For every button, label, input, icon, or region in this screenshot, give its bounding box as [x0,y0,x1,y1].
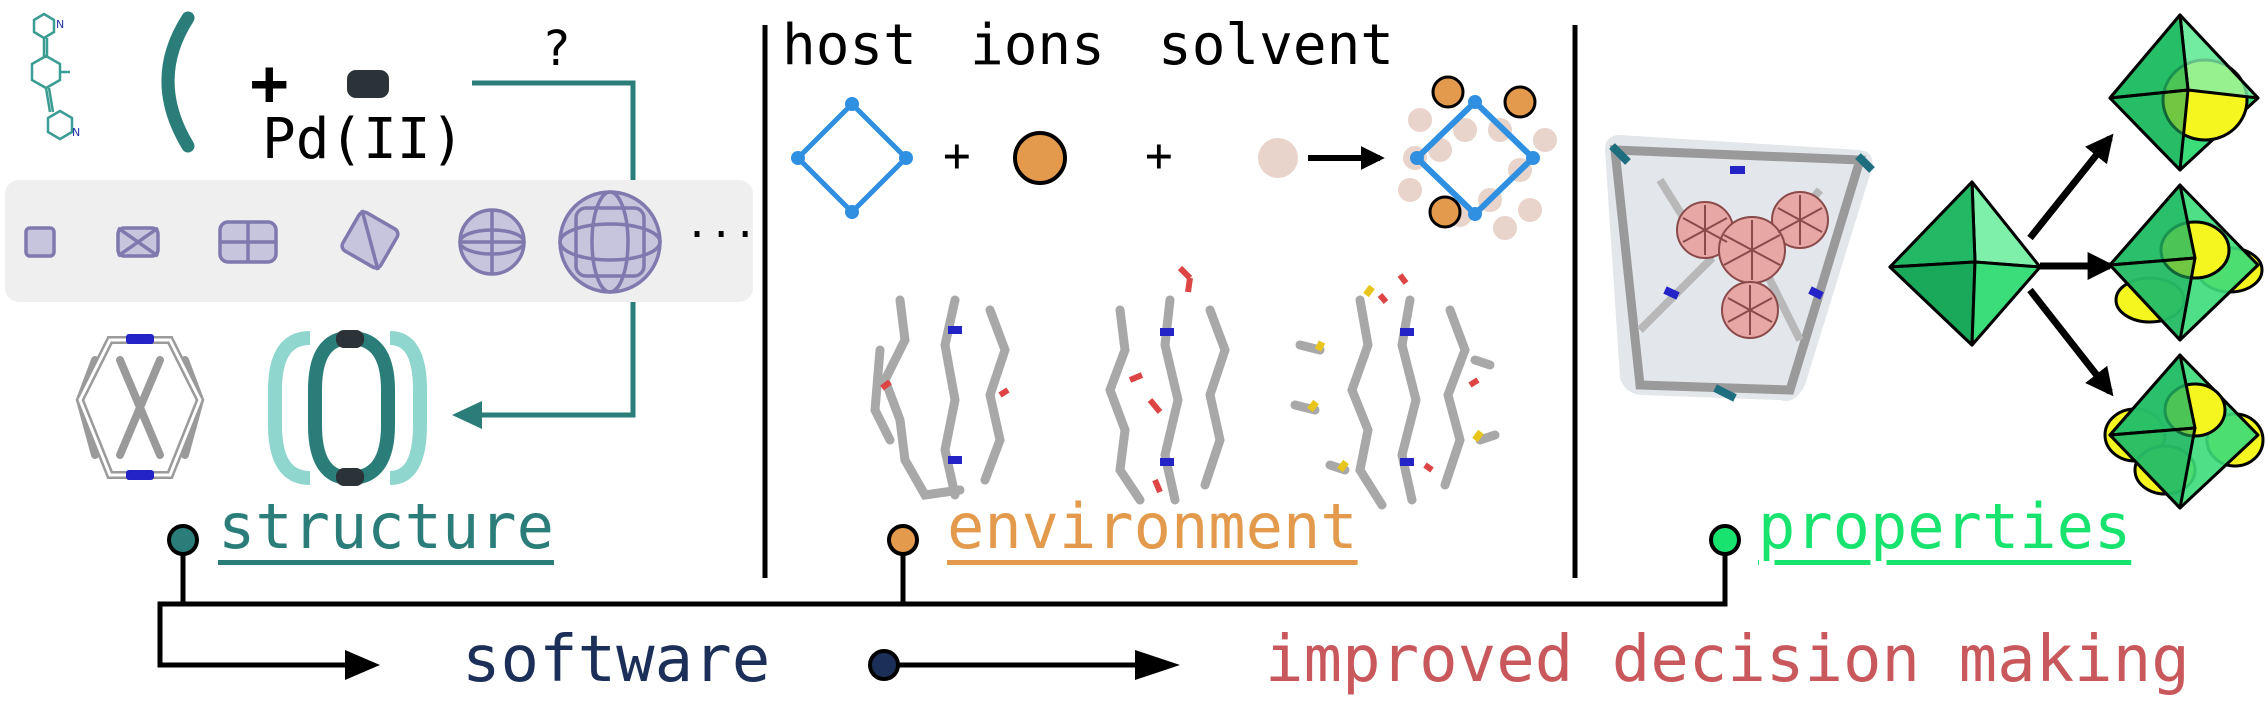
cage-topology-icons [24,190,662,294]
plus-b-label: + [1145,128,1173,182]
improved-decision-label: improved decision making [1265,623,2190,697]
plus-a-label: + [943,128,971,182]
structure-node [167,524,199,556]
structure-connector [157,540,345,668]
solvated-host-icon [1398,75,1557,240]
software-arrowhead [345,650,380,680]
molecule-host-ions-solvent [1290,295,1500,510]
molecule-dmso-sulfur [1307,284,1484,473]
octahedron-guest-2 [2108,183,2264,342]
octahedron-guest-3 [2103,353,2265,510]
question-label: ? [542,21,571,77]
cage-ball-stick-icon [75,336,205,479]
octahedron-icon [1888,180,2042,347]
branch-arrow-bottom [2027,287,2114,397]
molecule-host-only [870,295,1010,500]
nitrogen-top [126,334,154,344]
properties-node [1709,524,1741,556]
molecule-host-ions-nitrate [1128,265,1193,494]
environment-title: environment [947,490,1358,563]
environment-node [887,524,919,556]
nitrogen-label-top: N [56,18,64,31]
plus-label: + [250,47,289,121]
software-label: software [462,623,771,697]
solvent-circle-icon [1258,138,1298,178]
molecule-dmso-oxygen [1377,273,1480,473]
bracket-ligand-icon [161,11,195,153]
ion-circle-icon [1013,131,1067,185]
pd-metal-icon [347,70,389,98]
molecule-host-ions-nitrogen [1160,328,1174,466]
host-guest-cage-icon [1605,135,1875,402]
molecule-host-ions-solvent-nitrogen [1400,328,1414,466]
ions-label: ions [970,13,1105,78]
nitrogen-bottom [126,470,154,480]
branch-arrow-top [2027,133,2114,241]
ellipsis-label: ··· [685,212,758,258]
solvent-label: solvent [1158,13,1395,78]
cage-ball-stick-highlights [78,338,202,477]
properties-title: properties [1758,490,2132,563]
molecule-host-only-oxygen [880,379,1010,398]
structure-title: structure [218,490,554,563]
decision-arrowhead [1135,650,1180,680]
octahedron-guest-1 [2108,13,2260,172]
cage-schematic-icon [268,330,427,486]
nitrogen-label-bottom: N [72,126,80,139]
host-square-icon [791,97,913,219]
molecule-host-only-nitrogen [948,326,962,464]
software-node [868,649,900,681]
host-label: host [782,13,917,78]
route-arrowhead [452,401,482,429]
pd-label: Pd(II) [262,107,465,172]
properties-connector [183,540,1728,607]
ligand-molecule-icon [30,12,74,141]
